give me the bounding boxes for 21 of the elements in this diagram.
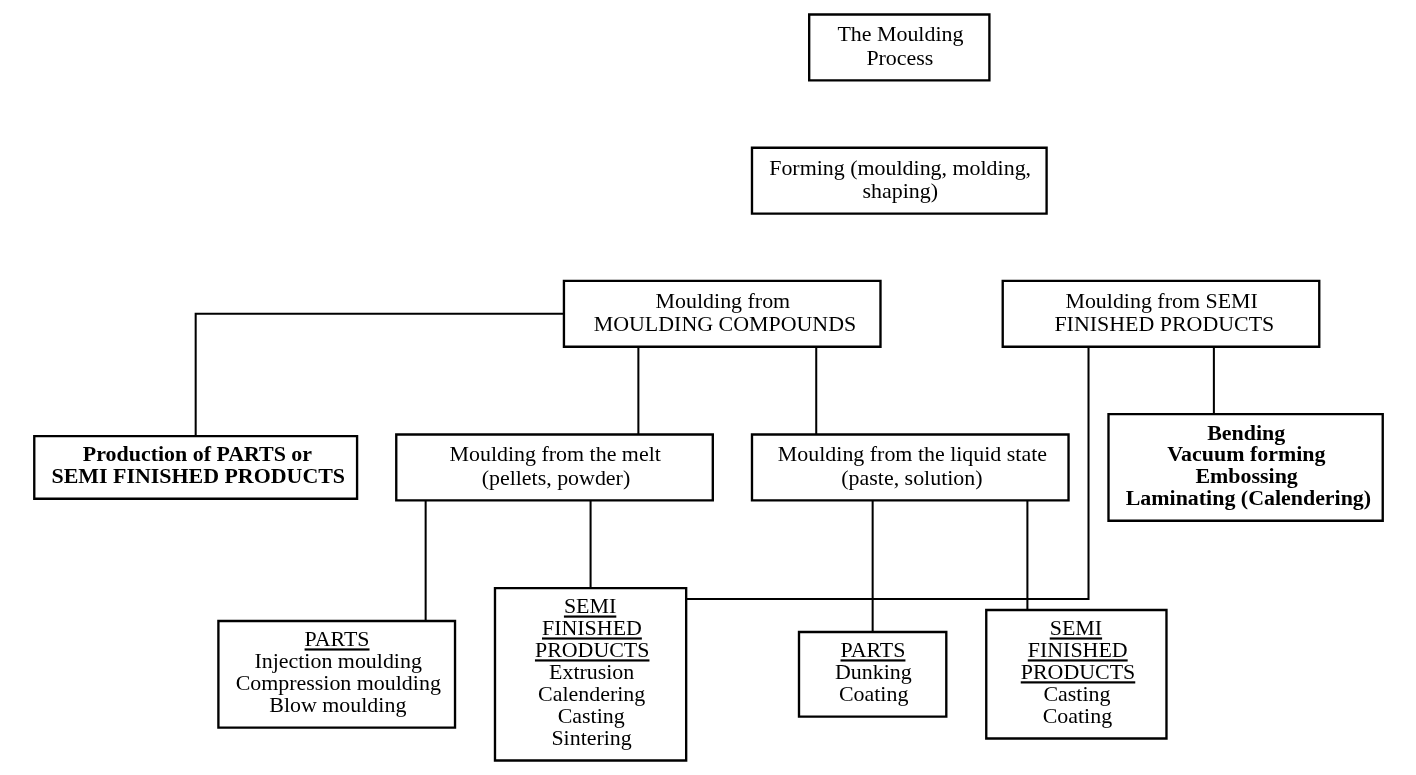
node-box: Forming (moulding, molding, shaping) <box>750 146 1048 215</box>
node-box: SEMI FINISHED PRODUCTS Casting Coating <box>984 608 1168 740</box>
connector <box>589 500 592 588</box>
connector <box>814 347 817 435</box>
connector <box>424 500 427 621</box>
node-box: Moulding from SEMI FINISHED PRODUCTS <box>1001 279 1320 348</box>
node-box: Bending Vacuum forming Embossing Laminating (Calendering) <box>1106 412 1384 522</box>
connector <box>194 312 563 436</box>
node-box: The Moulding Process <box>807 13 991 82</box>
node-box: Moulding from the liquid state (paste, solution) <box>750 433 1070 502</box>
connector <box>1212 347 1215 414</box>
node-box: PARTS Injection moulding Compression moulding Blow moulding <box>216 619 456 729</box>
node-box: SEMI FINISHED PRODUCTS Extrusion Calendering Casting Sintering <box>493 586 687 762</box>
connector <box>1025 500 1028 610</box>
node-box: Moulding from the melt (pellets, powder) <box>394 433 714 502</box>
node-box: Moulding from MOULDING COMPOUNDS <box>562 279 882 348</box>
connector <box>636 347 639 435</box>
node-box: PARTS Dunking Coating <box>797 630 947 718</box>
connector <box>686 347 1090 601</box>
node-box: Production of PARTS or SEMI FINISHED PRODUCTS <box>32 434 358 500</box>
connector <box>871 500 874 632</box>
